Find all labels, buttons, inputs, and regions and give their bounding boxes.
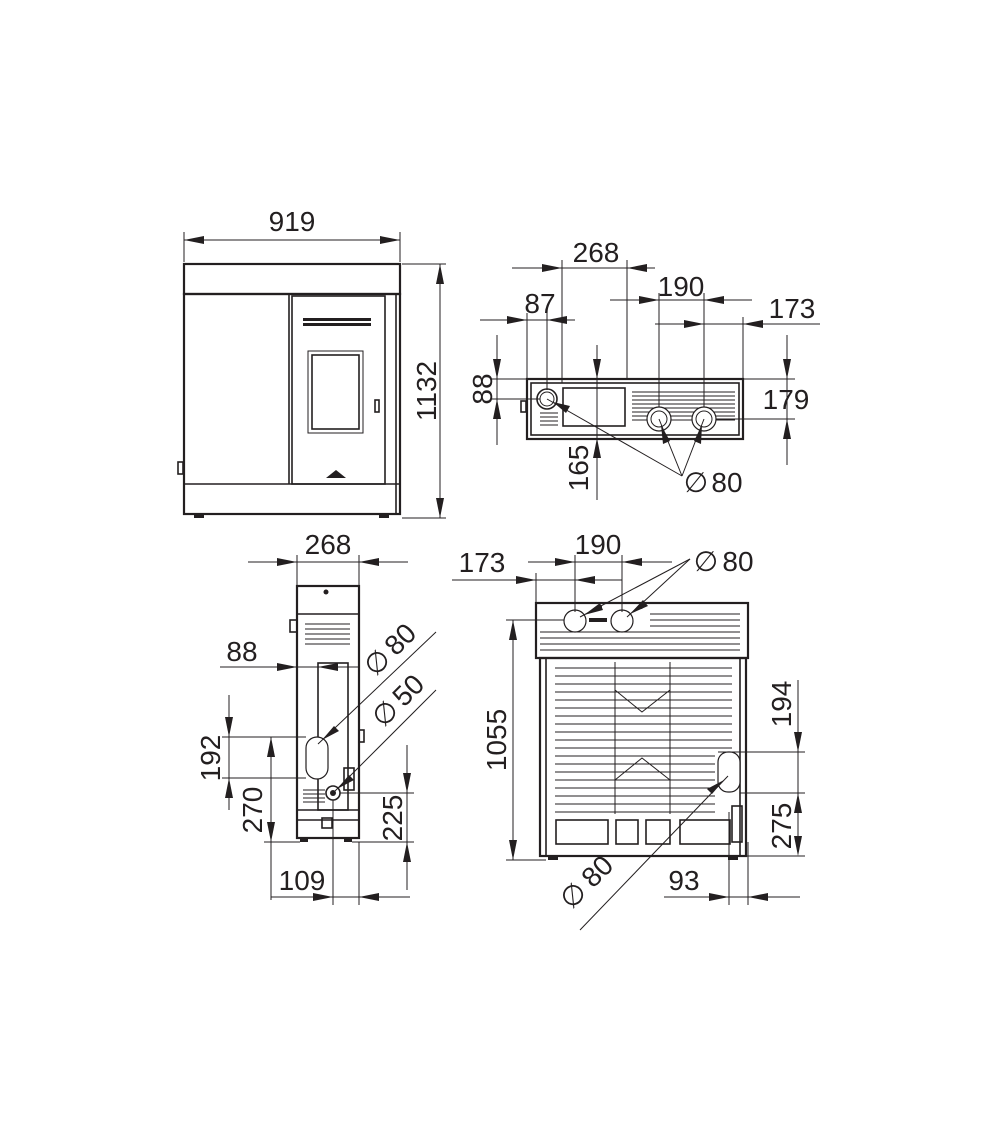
- dimension-top-87: 87: [480, 288, 575, 390]
- dimension-label-top-179: 179: [763, 384, 810, 415]
- dimension-rear-1055: 1055: [481, 619, 564, 861]
- dimension-label-top-87: 87: [524, 288, 555, 319]
- dimension-label-side-88: 88: [226, 636, 257, 667]
- top-view: 268 87 190 173: [467, 237, 820, 500]
- dimension-rear-275: 275: [742, 803, 805, 857]
- dimension-label-top-268: 268: [573, 237, 620, 268]
- rear-view-body: [534, 601, 750, 860]
- dimension-side-192: 192: [195, 695, 306, 810]
- dimension-label-rear-194: 194: [766, 681, 797, 728]
- leader-rear-bottom-diameter: ∅ 80: [554, 775, 729, 931]
- side-view-body: [289, 584, 365, 842]
- dimension-side-109: 109: [271, 800, 410, 905]
- diameter-symbol-top: ∅: [684, 467, 708, 498]
- dimension-rear-173: 173: [452, 547, 622, 602]
- dimension-top-165: 165: [563, 345, 601, 500]
- dimension-side-268: 268: [248, 529, 408, 585]
- dimension-label-side-270: 270: [237, 787, 268, 834]
- dimension-label-rear-275: 275: [766, 803, 797, 850]
- dimension-label-front-height: 1132: [411, 361, 442, 421]
- dimension-label-top-88: 88: [467, 373, 498, 404]
- dimension-label-side-225: 225: [377, 795, 408, 842]
- rear-top-slots: [540, 613, 740, 651]
- dimension-label-top-165: 165: [563, 445, 594, 492]
- dimension-label-side-192: 192: [195, 735, 226, 782]
- dimension-top-190: 190: [610, 271, 752, 407]
- dimension-side-225: 225: [340, 745, 414, 890]
- dimension-top-173: 173: [655, 293, 820, 378]
- dimension-label-side-109: 109: [279, 865, 326, 896]
- dimension-label-rear-1055: 1055: [481, 709, 512, 771]
- dimension-label-side-268: 268: [305, 529, 352, 560]
- dimension-rear-194: 194: [718, 680, 805, 852]
- dimension-side-88: 88: [220, 636, 360, 671]
- dimension-front-width: 919: [183, 206, 401, 262]
- dimension-rear-93: 93: [664, 812, 800, 905]
- dimension-label-top-173: 173: [769, 293, 816, 324]
- dimension-label-rear-190: 190: [575, 529, 622, 560]
- dimension-label-top-diameter: 80: [711, 467, 742, 498]
- dimension-rear-190: 190: [528, 529, 672, 612]
- leader-top-diameter: ∅ 80: [546, 398, 743, 498]
- rear-view: 173 190 ∅ 80 1055: [452, 529, 805, 931]
- dimension-label-rear-93: 93: [668, 865, 699, 896]
- dimension-label-top-190: 190: [658, 271, 705, 302]
- dimension-top-179: 179: [716, 335, 809, 465]
- dimension-label-rear-top-diameter: 80: [722, 546, 753, 577]
- rear-body-slots: [555, 662, 732, 814]
- dimension-side-270: 270: [237, 736, 306, 900]
- dimension-top-268: 268: [512, 237, 655, 383]
- dimension-label-front-width: 919: [269, 206, 316, 237]
- dimension-label-rear-173: 173: [459, 547, 506, 578]
- side-view: 268 88 ∅ 80 ∅ 50 192: [195, 529, 437, 905]
- diameter-symbol-rear-top: ∅: [694, 546, 718, 577]
- top-view-body: [520, 377, 745, 441]
- dimension-top-88: 88: [467, 335, 540, 445]
- front-view: 919 1132: [177, 206, 446, 519]
- dimension-front-height: 1132: [402, 263, 446, 519]
- front-view-body: [177, 262, 402, 518]
- leader-rear-top-diameter: ∅ 80: [579, 546, 754, 618]
